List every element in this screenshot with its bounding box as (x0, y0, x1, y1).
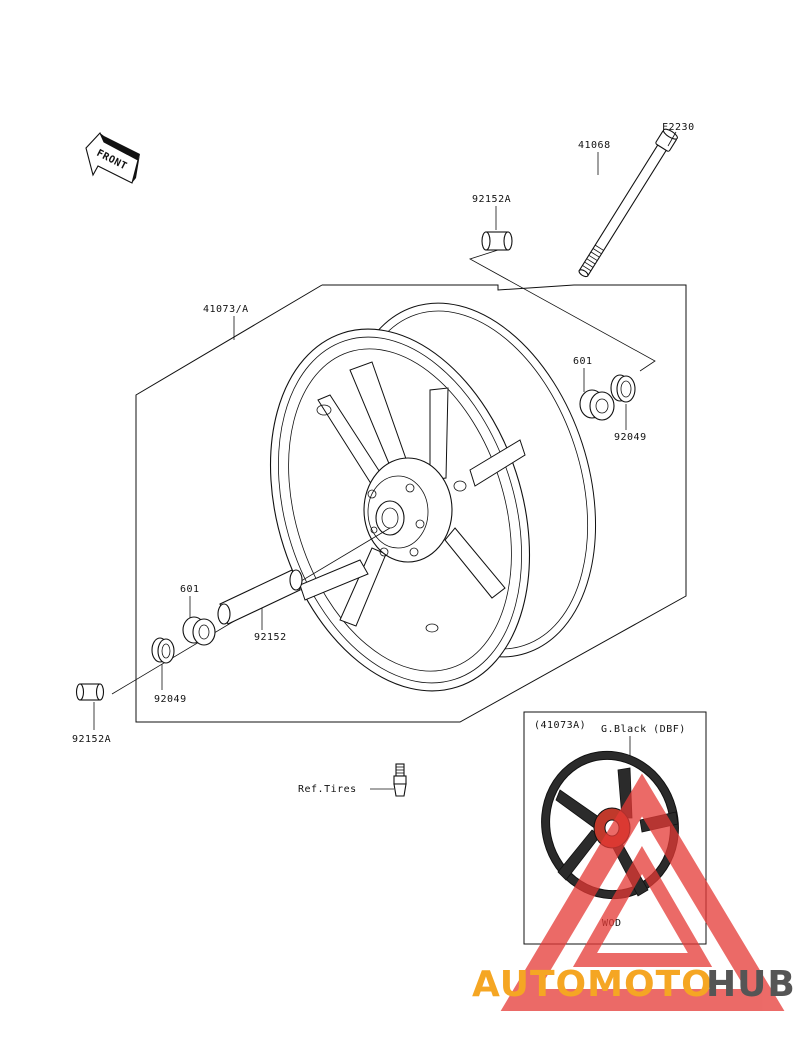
front-arrow-icon: FRONT (85, 132, 140, 184)
seal-92049-right (610, 374, 636, 403)
axle-41068 (578, 128, 678, 278)
seal-92049-left (151, 637, 175, 664)
watermark-text-hub: HUB (706, 964, 796, 1005)
spacer-92152 (217, 569, 303, 625)
label-601-left: 601 (180, 584, 200, 595)
automotohub-logo (500, 773, 785, 1011)
bearing-601-right (579, 389, 615, 421)
label-92152a-bottom: 92152A (72, 734, 111, 745)
collar-92152a-bottom (75, 683, 105, 701)
label-41073a: 41073/A (203, 304, 249, 315)
label-ref-tires: Ref.Tires (298, 784, 357, 795)
label-92049-right: 92049 (614, 432, 647, 443)
automotohub-wordmark: AUTOMOTO HUB (472, 964, 796, 1005)
front-wheel (269, 302, 597, 692)
label-601-right: 601 (573, 356, 593, 367)
bearing-601-left (182, 616, 216, 646)
label-92049-left: 92049 (154, 694, 187, 705)
inset-color: G.Black (DBF) (601, 724, 686, 735)
label-f2230: F2230 (662, 122, 695, 133)
collar-92152a-top (481, 231, 513, 251)
inset-part-number: (41073A) (534, 720, 586, 731)
tire-valve (393, 763, 407, 797)
watermark-text-auto: AUTOMOTO (472, 964, 713, 1005)
label-92152: 92152 (254, 632, 287, 643)
assembly-frame (135, 284, 687, 723)
label-92152a-top: 92152A (472, 194, 511, 205)
label-41068: 41068 (578, 140, 611, 151)
